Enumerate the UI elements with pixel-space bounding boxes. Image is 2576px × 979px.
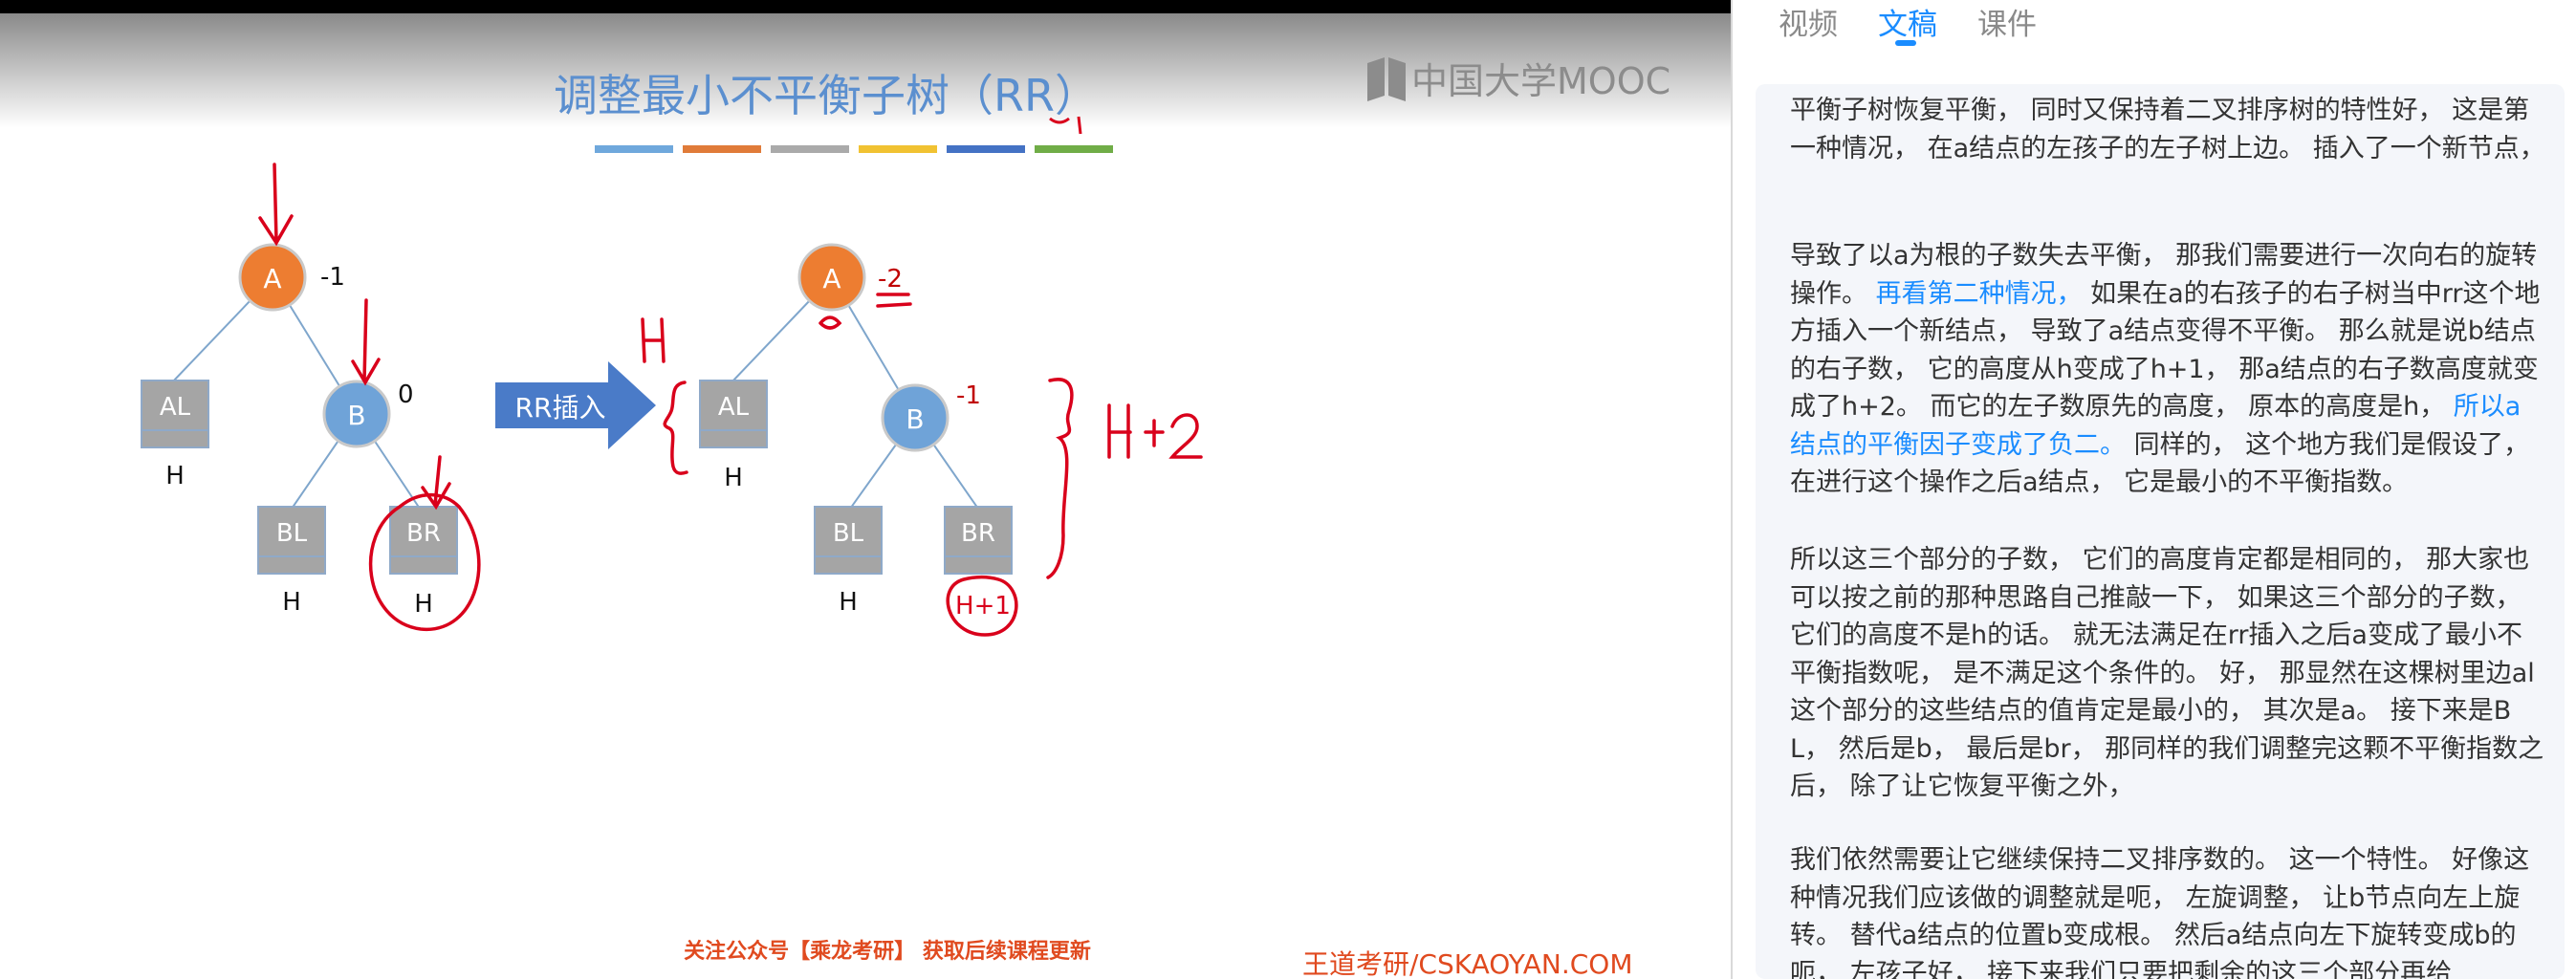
left-tree-annotations: [258, 163, 481, 631]
transcript-paragraph: 我们依然需要让它继续保持二叉排序数的。 这一个特性。 好像这种情况我们应该做的调…: [1790, 845, 2530, 979]
slide: 调整最小不平衡子树（RR） 中国大学MOOC A -1 B 0 AL H: [141, 57, 1670, 979]
subtree-br: [944, 506, 1013, 575]
video-top-bar: [0, 0, 1731, 13]
balance-factor-b: -1: [956, 381, 981, 410]
mooc-logo: 中国大学MOOC: [1367, 57, 1670, 102]
node-b: [322, 380, 391, 448]
balance-factor-a: -1: [320, 263, 345, 292]
subtree-bl: [257, 506, 326, 575]
balance-factor-b: 0: [398, 381, 414, 409]
title-color-bar: [595, 145, 1113, 153]
color-bar-segment: [947, 145, 1025, 153]
subtree-bl-height: H: [839, 588, 858, 617]
transcript-text: 导致了以a为根的子数失去平衡， 那我们需要进行一次向右的旋转操作。: [1790, 241, 2538, 309]
node-a: [238, 243, 307, 312]
subtree-br-label: BR: [961, 519, 995, 548]
subtree-al-label: AL: [160, 393, 191, 422]
transcript-highlight[interactable]: 再看第二种情况，: [1867, 278, 2091, 309]
node-b-label: B: [906, 403, 924, 435]
slide-title: 调整最小不平衡子树（RR）: [554, 70, 1099, 121]
color-bar-segment: [1035, 145, 1113, 153]
subtree-al-height: H: [724, 464, 743, 492]
side-panel: 视频 文稿 课件 平衡子树恢复平衡， 同时又保持着二叉排序树的特性好， 这是第一…: [1733, 0, 2576, 979]
transcript-text: 同样的， 这个地方我们是假设了， 在进行这个操作之后a结点， 它是最小的不平衡指…: [1790, 429, 2530, 498]
transcript-paragraph: 所以这三个部分的子数， 它们的高度肯定都是相同的， 那大家也可以按之前的那种思路…: [1790, 545, 2544, 801]
annotation-scribble: [1049, 116, 1082, 135]
balance-factor-a: -2: [878, 265, 903, 294]
tab-transcript[interactable]: 文稿: [1878, 8, 1937, 42]
subtree-al-label: AL: [718, 393, 750, 422]
transcript-paragraph: 平衡子树恢复平衡， 同时又保持着二叉排序树的特性好， 这是第一种情况， 在a结点…: [1790, 96, 2545, 163]
color-bar-segment: [595, 145, 673, 153]
node-a-label: A: [822, 263, 840, 294]
video-player[interactable]: 调整最小不平衡子树（RR） 中国大学MOOC A -1 B 0 AL H: [0, 0, 1731, 979]
panel-divider: [1731, 0, 1733, 979]
color-bar-segment: [771, 145, 849, 153]
subtree-al: [699, 380, 768, 448]
transcript-text: 如果在a的右孩子的右子树当中rr这个地方插入一个新结点， 导致了a结点变得不平衡…: [1790, 278, 2541, 423]
node-b: [881, 383, 950, 452]
right-tree: A -2 B -1 AL H BL H BR H+1: [699, 243, 1013, 620]
node-b-label: B: [347, 400, 365, 431]
subtree-br-height: H: [414, 590, 433, 619]
rr-insert-arrow: RR插入: [495, 361, 656, 449]
rr-insert-label: RR插入: [515, 392, 606, 424]
subtree-bl-label: BL: [276, 519, 308, 548]
logo-book-icon: [1367, 57, 1406, 101]
video-overlay-gradient: [0, 13, 1731, 128]
node-a: [797, 243, 866, 312]
active-tab-indicator: [1895, 40, 1916, 46]
footer-site: 王道考研/CSKAOYAN.COM: [1302, 948, 1632, 979]
subtree-al-height: H: [165, 462, 185, 490]
tab-video[interactable]: 视频: [1779, 8, 1838, 42]
tab-courseware[interactable]: 课件: [1977, 8, 2037, 42]
subtree-br: [389, 506, 458, 575]
subtree-bl: [814, 506, 883, 575]
node-a-label: A: [263, 263, 281, 294]
right-tree-annotations: [641, 293, 1203, 637]
left-tree: A -1 B 0 AL H BL H BR H: [141, 243, 458, 619]
transcript-paragraph: 导致了以a为根的子数失去平衡， 那我们需要进行一次向右的旋转操作。 再看第二种情…: [1790, 237, 2545, 502]
color-bar-segment: [683, 145, 761, 153]
footer-promo: 关注公众号【乘龙考研】 获取后续课程更新: [684, 939, 1091, 964]
subtree-bl-height: H: [282, 588, 301, 617]
subtree-al: [141, 380, 209, 448]
brand-text: 中国大学MOOC: [1411, 60, 1670, 102]
subtree-bl-label: BL: [833, 519, 864, 548]
subtree-br-label: BR: [406, 519, 441, 548]
transcript-highlight[interactable]: 所以a结点的平衡因子变成了负二。: [1790, 392, 2521, 460]
transcript-box[interactable]: 平衡子树恢复平衡， 同时又保持着二叉排序树的特性好， 这是第一种情况， 在a结点…: [1756, 84, 2565, 979]
subtree-br-height: H+1: [955, 592, 1011, 620]
color-bar-segment: [859, 145, 937, 153]
